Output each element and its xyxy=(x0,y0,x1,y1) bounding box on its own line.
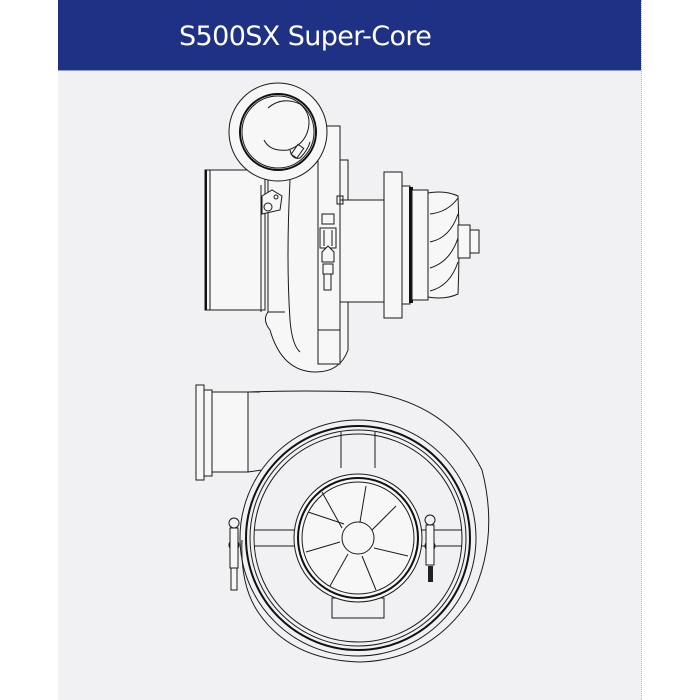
side-view-drawing xyxy=(204,82,480,373)
product-title: S500SX Super-Core xyxy=(179,21,432,52)
front-view-drawing xyxy=(195,384,490,663)
title-banner: S500SX Super-Core xyxy=(58,0,641,71)
